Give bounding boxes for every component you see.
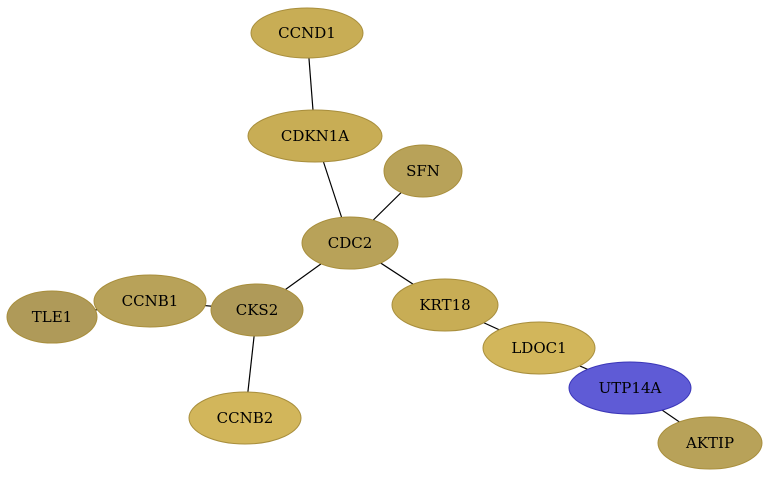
node-shape-aktip[interactable]: [657, 416, 763, 470]
node-label-aktip: AKTIP: [685, 434, 734, 452]
node-cdc2[interactable]: CDC2: [301, 216, 399, 270]
node-shape-cdkn1a[interactable]: [247, 109, 383, 163]
node-ccnb2[interactable]: CCNB2: [188, 391, 302, 445]
node-shape-krt18[interactable]: [391, 278, 499, 332]
node-label-utp14a: UTP14A: [599, 379, 662, 397]
node-cks2[interactable]: CKS2: [210, 283, 304, 337]
node-ccnb1[interactable]: CCNB1: [93, 274, 207, 328]
node-ldoc1[interactable]: LDOC1: [482, 321, 596, 375]
node-tle1[interactable]: TLE1: [6, 290, 98, 344]
node-label-ccnd1: CCND1: [278, 24, 336, 42]
node-label-cdc2: CDC2: [328, 234, 373, 252]
node-cdkn1a[interactable]: CDKN1A: [247, 109, 383, 163]
node-shape-sfn[interactable]: [383, 144, 463, 198]
node-sfn[interactable]: SFN: [383, 144, 463, 198]
node-label-ccnb2: CCNB2: [217, 409, 274, 427]
node-ccnd1[interactable]: CCND1: [250, 7, 364, 59]
node-label-cks2: CKS2: [236, 301, 279, 319]
node-label-tle1: TLE1: [32, 308, 72, 326]
node-label-cdkn1a: CDKN1A: [281, 127, 349, 145]
node-label-sfn: SFN: [406, 162, 440, 180]
node-aktip[interactable]: AKTIP: [657, 416, 763, 470]
node-shape-tle1[interactable]: [6, 290, 98, 344]
node-shape-cks2[interactable]: [210, 283, 304, 337]
node-shape-cdc2[interactable]: [301, 216, 399, 270]
node-shape-ldoc1[interactable]: [482, 321, 596, 375]
node-utp14a[interactable]: UTP14A: [568, 361, 692, 415]
node-shape-ccnd1[interactable]: [250, 7, 364, 59]
node-label-ccnb1: CCNB1: [122, 292, 179, 310]
node-shape-utp14a[interactable]: [568, 361, 692, 415]
node-label-krt18: KRT18: [419, 296, 470, 314]
node-label-ldoc1: LDOC1: [511, 339, 566, 357]
node-shape-ccnb1[interactable]: [93, 274, 207, 328]
node-krt18[interactable]: KRT18: [391, 278, 499, 332]
node-shape-ccnb2[interactable]: [188, 391, 302, 445]
